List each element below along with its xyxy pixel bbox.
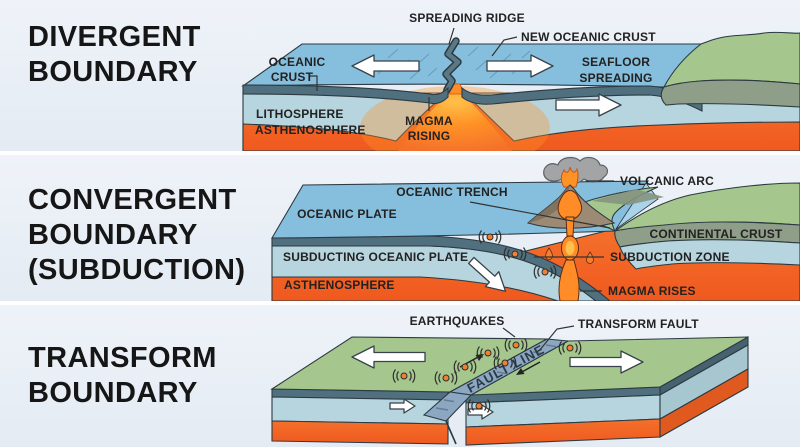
label-oceanic-trench: OCEANIC TRENCH — [396, 185, 507, 199]
panel-divergent-boundary: DIVERGENT BOUNDARY — [0, 0, 800, 151]
arrow-right-icon — [486, 54, 554, 78]
continent-surface — [662, 31, 800, 88]
oceanic-crust-band-left — [242, 84, 449, 105]
hill-shade — [592, 189, 664, 205]
asthenosphere-layer — [242, 92, 800, 151]
label-lithosphere: LITHOSPHERE — [256, 107, 344, 121]
label-oceanic-crust: CRUST — [271, 70, 314, 84]
panel-transform-boundary: TRANSFORM BOUNDARY — [0, 305, 800, 447]
arrow-right-icon — [569, 350, 644, 374]
label-earthquakes: EARTHQUAKES — [410, 314, 505, 328]
label-oceanic-plate: OCEANIC PLATE — [297, 207, 397, 221]
arrow-left-icon — [351, 345, 426, 369]
arrow-right-small-icon — [389, 398, 416, 414]
label-subducting-oceanic-plate: SUBDUCTING OCEANIC PLATE — [283, 250, 468, 264]
leader-line — [469, 201, 611, 229]
label-asthenosphere: ASTHENOSPHERE — [284, 278, 395, 292]
left-block-asthenosphere — [271, 420, 449, 445]
arrow-subduction-icon — [467, 256, 507, 292]
title-line: TRANSFORM — [28, 342, 217, 374]
label-magma-rising: MAGMA — [405, 114, 453, 128]
label-asthenosphere: ASTHENOSPHERE — [255, 123, 366, 137]
label-seafloor-spreading: SEAFLOOR — [582, 55, 650, 69]
title-line: (SUBDUCTION) — [28, 254, 246, 286]
magma-conduit-lower — [558, 259, 580, 301]
title-line: CONVERGENT — [28, 184, 237, 216]
magma-chamber — [557, 190, 583, 220]
leader-line — [538, 325, 575, 352]
panel-title-convergent: CONVERGENT BOUNDARY (SUBDUCTION) — [28, 183, 245, 288]
fault-wedge-hatching — [435, 399, 455, 411]
panel-convergent-boundary: CONVERGENT BOUNDARY (SUBDUCTION) — [0, 155, 800, 301]
leader-line — [448, 27, 455, 45]
label-volcanic-arc: VOLCANIC ARC — [620, 174, 714, 188]
title-line: BOUNDARY — [28, 377, 198, 409]
magma-droplet-icon — [586, 251, 594, 264]
panel-title-transform: TRANSFORM BOUNDARY — [28, 341, 217, 411]
fault-crack-line — [445, 420, 457, 445]
label-magma-rises: MAGMA RISES — [608, 284, 696, 298]
magma-bulb-core — [565, 241, 575, 255]
label-continental-crust: CONTINENTAL CRUST — [650, 227, 783, 241]
title-line: BOUNDARY — [28, 219, 198, 251]
eruption-icon — [560, 166, 579, 188]
label-seafloor-spreading: SPREADING — [579, 71, 652, 85]
arrow-right-lithosphere-icon — [555, 93, 622, 117]
spreading-ridge-shape — [442, 37, 462, 94]
title-line: DIVERGENT — [28, 21, 201, 53]
fault-strip-hatching — [496, 344, 557, 375]
label-oceanic-crust: OCEANIC — [269, 55, 326, 69]
magma-conduit — [565, 216, 575, 237]
arrow-right-small-icon — [467, 404, 494, 420]
panel-title-divergent: DIVERGENT BOUNDARY — [28, 20, 201, 90]
leader-line — [309, 75, 318, 91]
arrow-left-icon — [351, 54, 420, 78]
label-transform-fault: TRANSFORM FAULT — [578, 317, 699, 331]
leader-line — [491, 36, 518, 57]
continental-crust-band — [660, 79, 800, 108]
label-magma-rising: RISING — [408, 129, 451, 143]
subduction-zone-band — [619, 239, 800, 270]
right-side-asthenosphere — [659, 368, 749, 438]
leader-line — [502, 327, 516, 338]
magma-dome — [398, 93, 512, 151]
oceanic-crust-band-right — [461, 85, 703, 112]
label-subduction-zone: SUBDUCTION ZONE — [610, 250, 730, 264]
title-line: BOUNDARY — [28, 56, 198, 88]
label-spreading-ridge: SPREADING RIDGE — [409, 11, 525, 25]
slip-arrow-icon — [516, 361, 541, 375]
label-new-oceanic-crust: NEW OCEANIC CRUST — [521, 30, 656, 44]
left-block-lithosphere — [271, 396, 449, 425]
